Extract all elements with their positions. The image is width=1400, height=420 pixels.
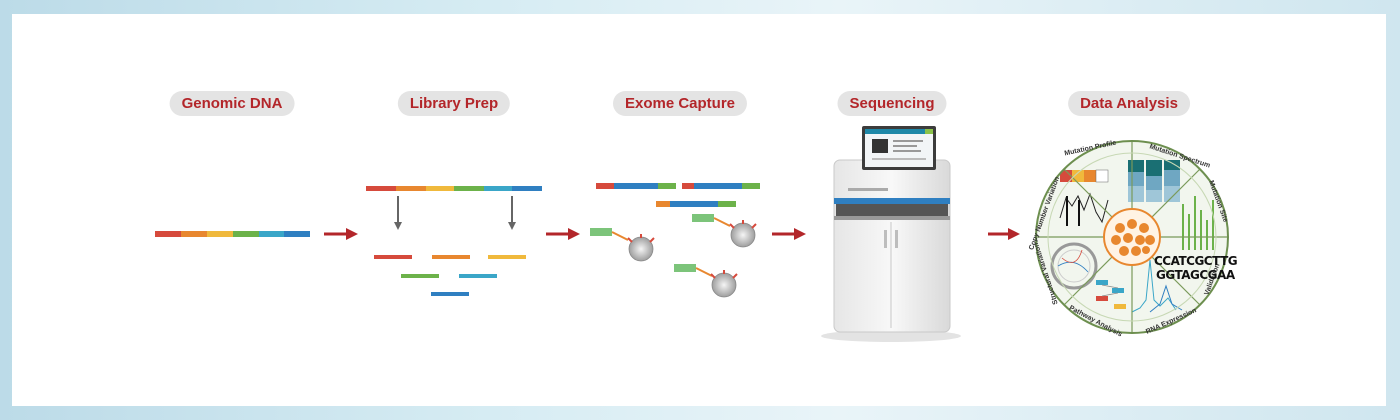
step-label-genomic-dna: Genomic DNA [169, 91, 295, 116]
step-label-sequencing: Sequencing [837, 91, 947, 116]
sequencer-machine-image [821, 126, 961, 342]
data-analysis-wheel [1035, 140, 1229, 334]
arrow-4 [988, 228, 1020, 240]
step-label-library-prep: Library Prep [397, 91, 511, 116]
step-label-exome-capture: Exome Capture [612, 91, 748, 116]
genomic-dna-strand [155, 231, 310, 237]
step-label-data-analysis: Data Analysis [1068, 91, 1190, 116]
capture-bead [692, 214, 757, 248]
arrow-3 [772, 228, 806, 240]
library-prep-graphic [366, 186, 542, 296]
arrow-1 [324, 228, 358, 240]
arrow-2 [546, 228, 580, 240]
capture-bead [590, 228, 655, 262]
capture-bead [674, 264, 738, 298]
exome-capture-graphic [590, 183, 760, 298]
